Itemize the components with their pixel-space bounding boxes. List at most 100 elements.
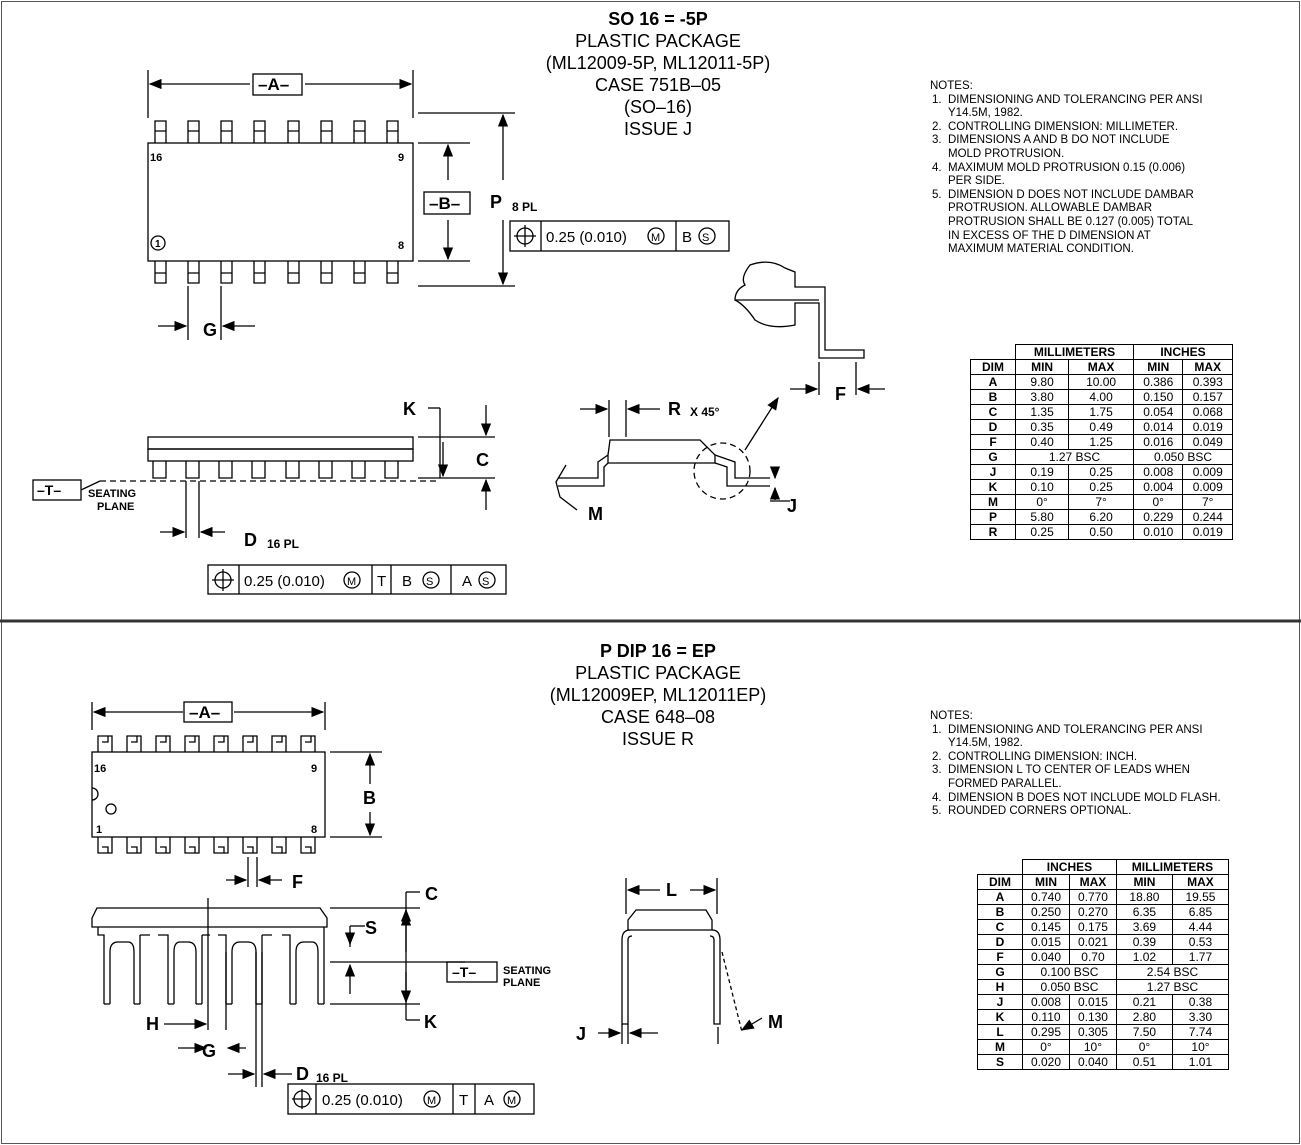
- table-cell: 0.19: [1014, 464, 1070, 480]
- table-cell: 0.295: [1022, 1024, 1070, 1040]
- table-cell: 7.50: [1115, 1024, 1173, 1040]
- table-cell: 1.75: [1068, 404, 1135, 420]
- pdip16-label-A: –A–: [189, 703, 220, 722]
- so16-fcf-bottom-mod1: M: [347, 576, 356, 588]
- so16-fcf-bottom-mod3: S: [482, 576, 489, 588]
- so16-fcf-bottom-mod2: S: [426, 576, 433, 588]
- so16-fcf-bottom-value: 0.25 (0.010): [244, 573, 325, 590]
- so16-fcf-bottom-ref3: A: [462, 573, 472, 590]
- table-cell: 0.393: [1182, 374, 1233, 390]
- pdip16-case: CASE 648–08: [600, 707, 716, 727]
- table-cell: 0.040: [1068, 1054, 1117, 1070]
- table-cell: 0.130: [1068, 1009, 1117, 1025]
- pdip16-label-K: K: [424, 1012, 437, 1032]
- pdip16-title-block: P DIP 16 = EP PLASTIC PACKAGE (ML12009EP…: [508, 640, 808, 750]
- table-cell: 0.740: [1022, 889, 1070, 905]
- table-cell: 0.157: [1182, 389, 1233, 405]
- table-cell: A: [970, 374, 1016, 390]
- so16-label-A: –A–: [258, 75, 289, 94]
- pdip16-notes: NOTES: 1.DIMENSIONING AND TOLERANCING PE…: [930, 710, 1221, 819]
- table-cell: 0.25: [1014, 524, 1070, 540]
- table-cell: D: [970, 419, 1016, 435]
- so16-note-2: 2.CONTROLLING DIMENSION: MILLIMETER.: [932, 120, 1179, 133]
- table-cell: 1.25: [1068, 434, 1135, 450]
- table-cell: K: [977, 1009, 1023, 1025]
- table-cell: 0.049: [1182, 434, 1233, 450]
- table-cell: 0.019: [1182, 419, 1233, 435]
- table-cell: 0.39: [1115, 934, 1173, 950]
- pdip16-top-leads: [97, 735, 316, 752]
- table-cell: 9.80: [1014, 374, 1070, 390]
- pdip16-fcf-mod2: M: [507, 1095, 516, 1107]
- pdip16-notes-heading: NOTES:: [930, 710, 973, 722]
- table-cell: 0.305: [1068, 1024, 1117, 1040]
- pdip16-fcf-ref2: A: [484, 1092, 494, 1109]
- pdip16-fcf-mod1: M: [427, 1095, 436, 1107]
- so16-label-K: K: [403, 399, 416, 419]
- table-cell: M: [970, 494, 1016, 510]
- so16-label-B: –B–: [429, 194, 460, 213]
- table-cell: 0.014: [1133, 419, 1184, 435]
- table-cell: 1.27 BSC: [1014, 449, 1135, 465]
- so16-label-P: P: [490, 192, 502, 212]
- table-cell: 0.270: [1068, 904, 1117, 920]
- pdip16-note-2: 2.CONTROLLING DIMENSION: INCH.: [932, 750, 1138, 763]
- table-cell: 0.050 BSC: [1133, 449, 1233, 465]
- so16-fcf-top-mod1: M: [651, 232, 660, 244]
- table-cell: 7°: [1068, 494, 1135, 510]
- table-cell: 0°: [1022, 1039, 1070, 1055]
- so16-pin9: 9: [398, 152, 404, 164]
- pdip16-label-H: H: [146, 1014, 159, 1034]
- table-cell: B: [970, 389, 1016, 405]
- table-cell: F: [970, 434, 1016, 450]
- table-cell: 3.30: [1171, 1009, 1230, 1025]
- table-cell: A: [977, 889, 1023, 905]
- pdip16-top-body: [91, 751, 326, 838]
- pdip16-side-body: [91, 907, 328, 928]
- so16-case: CASE 751B–05: [594, 75, 722, 95]
- so16-fcf-top-ref: B: [682, 229, 692, 246]
- table-cell: 0.25: [1068, 464, 1135, 480]
- table-cell: M: [977, 1039, 1023, 1055]
- pdip16-label-D-sub: 16 PL: [316, 1071, 348, 1085]
- so16-detail-lead: [734, 261, 865, 359]
- table-cell: 0.010: [1133, 524, 1184, 540]
- table-cell: 0.008: [1133, 464, 1184, 480]
- pdip16-side-leads: [97, 927, 325, 1005]
- so16-top-leads: [154, 120, 399, 143]
- pdip16-fcf-value: 0.25 (0.010): [322, 1092, 403, 1109]
- table-cell: 4.00: [1068, 389, 1135, 405]
- pdip16-label-C: C: [425, 884, 438, 904]
- table-cell: K: [970, 479, 1016, 495]
- table-cell: 0.35: [1014, 419, 1070, 435]
- pdip16-subtitle: PLASTIC PACKAGE: [575, 663, 741, 683]
- table-corner: [970, 344, 1016, 360]
- so16-package-name: (SO–16): [623, 97, 693, 117]
- pdip16-title: P DIP 16 = EP: [600, 641, 716, 661]
- so16-group1: MILLIMETERS: [1014, 344, 1135, 360]
- pdip16-pin1: 1: [96, 824, 102, 836]
- so16-side-body: [147, 436, 414, 450]
- table-cell: 5.80: [1014, 509, 1070, 525]
- table-cell: 0.229: [1133, 509, 1184, 525]
- table-cell: 3.80: [1014, 389, 1070, 405]
- table-cell: 0°: [1133, 494, 1184, 510]
- table-cell: 10°: [1171, 1039, 1230, 1055]
- table-cell: 0.004: [1133, 479, 1184, 495]
- table-cell: 6.85: [1171, 904, 1230, 920]
